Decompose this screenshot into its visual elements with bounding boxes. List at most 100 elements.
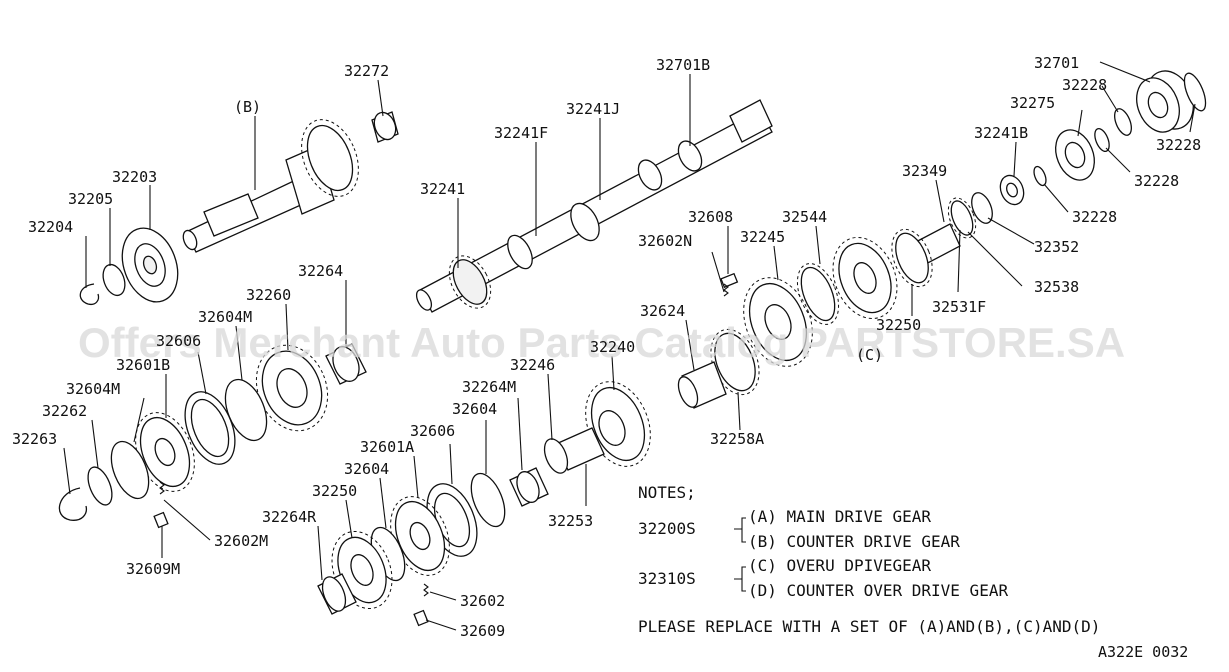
key-32608 [720,272,739,289]
ring-32604-center [470,472,506,528]
gear-32538 [947,197,977,239]
part-label-32602: 32602 [460,592,505,610]
bearing-32203 [121,227,179,303]
counter-shaft-32241 [415,99,773,313]
bearing-32272 [371,111,399,143]
snap-ring-32228-bottom [1033,165,1047,187]
kit-32200s-item-a: (A) MAIN DRIVE GEAR [748,507,931,526]
part-label-32609: 32609 [460,622,505,640]
part-label-32258A: 32258A [710,430,764,448]
bearing-32275 [1055,129,1095,181]
part-label-32228: 32228 [1134,172,1179,190]
spring-32602N [723,283,729,297]
key-32609M [153,511,169,529]
part-label-32601A: 32601A [360,438,414,456]
nut-32241B [999,174,1025,206]
kit-32200s-code: 32200S [638,519,696,538]
part-label-32604M: 32604M [66,380,120,398]
part-label-32538: 32538 [1034,278,1079,296]
gear-32260 [255,344,329,432]
washer-32205 [102,263,126,297]
part-label-32203: 32203 [112,168,157,186]
part-label-32601B: 32601B [116,356,170,374]
spring-32602 [423,583,429,597]
part-label-32253: 32253 [548,512,593,530]
part-label-32241B: 32241B [974,124,1028,142]
bearing-32264 [325,343,367,385]
part-label-32264: 32264 [298,262,343,280]
part-labels: 32272 32701B 32701 32228 32275 32241J 32… [12,54,1201,640]
group-label-b: (B) [234,98,261,116]
kit-32310s-bracket [734,566,746,592]
part-label-32264R: 32264R [262,508,317,526]
watermark: Offers Merchant Auto Parts Catalog PARTS… [78,319,1125,366]
part-label-32544: 32544 [782,208,827,226]
gear-32544 [796,263,840,325]
part-label-32606: 32606 [156,332,201,350]
snap-ring-32204 [79,283,100,306]
part-label-32275: 32275 [1010,94,1055,112]
kit-32200s-bracket [734,517,746,543]
group-label-c: (C) [856,346,883,364]
part-label-32262: 32262 [42,402,87,420]
part-label-32608: 32608 [688,208,733,226]
part-label-32241F: 32241F [494,124,548,142]
gear-32240 [585,381,651,467]
part-label-32604: 32604 [344,460,389,478]
key-32609 [413,609,429,627]
part-label-32531F: 32531F [932,298,986,316]
snap-ring-32228-lower [1094,127,1110,153]
notes-block: NOTES; 32200S (A) MAIN DRIVE GEAR (B) CO… [638,483,1100,636]
part-label-32228: 32228 [1062,76,1107,94]
part-label-32701: 32701 [1034,54,1079,72]
part-label-32228: 32228 [1156,136,1201,154]
kit-32310s-item-d: (D) COUNTER OVER DRIVE GEAR [748,581,1008,600]
part-label-32701B: 32701B [656,56,710,74]
hub-32258A [710,328,760,396]
snap-ring-32228-top [1183,72,1207,112]
part-label-32609M: 32609M [126,560,180,578]
hub-32601B [135,412,195,492]
part-label-32250: 32250 [876,316,921,334]
part-label-32349: 32349 [902,162,947,180]
sleeve-32606-left [184,391,236,465]
part-label-32250: 32250 [312,482,357,500]
gear-32531F [891,228,933,288]
part-label-32240: 32240 [590,338,635,356]
kit-32310s-code: 32310S [638,569,696,588]
part-label-32606: 32606 [410,422,455,440]
snap-ring-32228-mid [1114,108,1132,136]
washer-32352 [971,192,993,224]
part-label-32604M: 32604M [198,308,252,326]
hub-32601A [390,496,450,576]
notes-title: NOTES; [638,483,696,502]
washer-32262 [87,466,113,506]
part-label-32246: 32246 [510,356,555,374]
leader-lines [63,61,1196,631]
bearing-32264R [317,573,357,615]
snap-ring-32263 [58,487,88,521]
ring-32604M-lower [110,440,150,500]
part-label-32264M: 32264M [462,378,516,396]
kit-32200s-item-b: (B) COUNTER DRIVE GEAR [748,532,960,551]
part-label-32228: 32228 [1072,208,1117,226]
part-label-32352: 32352 [1034,238,1079,256]
gear-32245 [743,277,813,367]
part-label-32272: 32272 [344,62,389,80]
part-label-32624: 32624 [640,302,685,320]
part-label-32204: 32204 [28,218,73,236]
gear-32250-c [832,236,898,320]
sleeve-32624 [677,361,727,409]
bearing-32246 [543,438,569,474]
part-label-32241: 32241 [420,180,465,198]
bearing-32264M [509,467,549,507]
spring-32602M [159,481,165,495]
part-label-32241J: 32241J [566,100,620,118]
part-label-32260: 32260 [246,286,291,304]
part-label-32263: 32263 [12,430,57,448]
part-label-32245: 32245 [740,228,785,246]
part-label-32602M: 32602M [214,532,268,550]
drawing-code: A322E 0032 [1098,643,1188,661]
